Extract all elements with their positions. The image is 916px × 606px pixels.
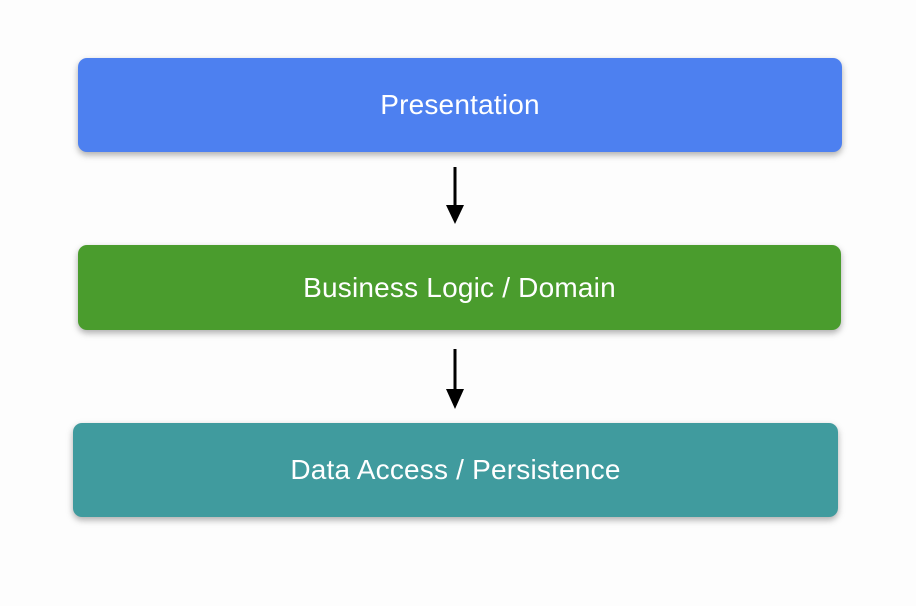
- layer-label-business-logic: Business Logic / Domain: [303, 271, 616, 303]
- layer-box-business-logic[interactable]: Business Logic / Domain: [78, 245, 841, 330]
- layer-box-data-access[interactable]: Data Access / Persistence: [73, 423, 838, 517]
- layer-box-presentation[interactable]: Presentation: [78, 58, 842, 152]
- layer-label-presentation: Presentation: [380, 89, 540, 120]
- arrow-down-icon: [446, 167, 464, 224]
- layer-label-data-access: Data Access / Persistence: [290, 454, 621, 485]
- arrow-down-icon: [446, 349, 464, 409]
- arrow-presentation-to-business: [430, 165, 480, 225]
- arrow-business-to-data: [430, 347, 480, 411]
